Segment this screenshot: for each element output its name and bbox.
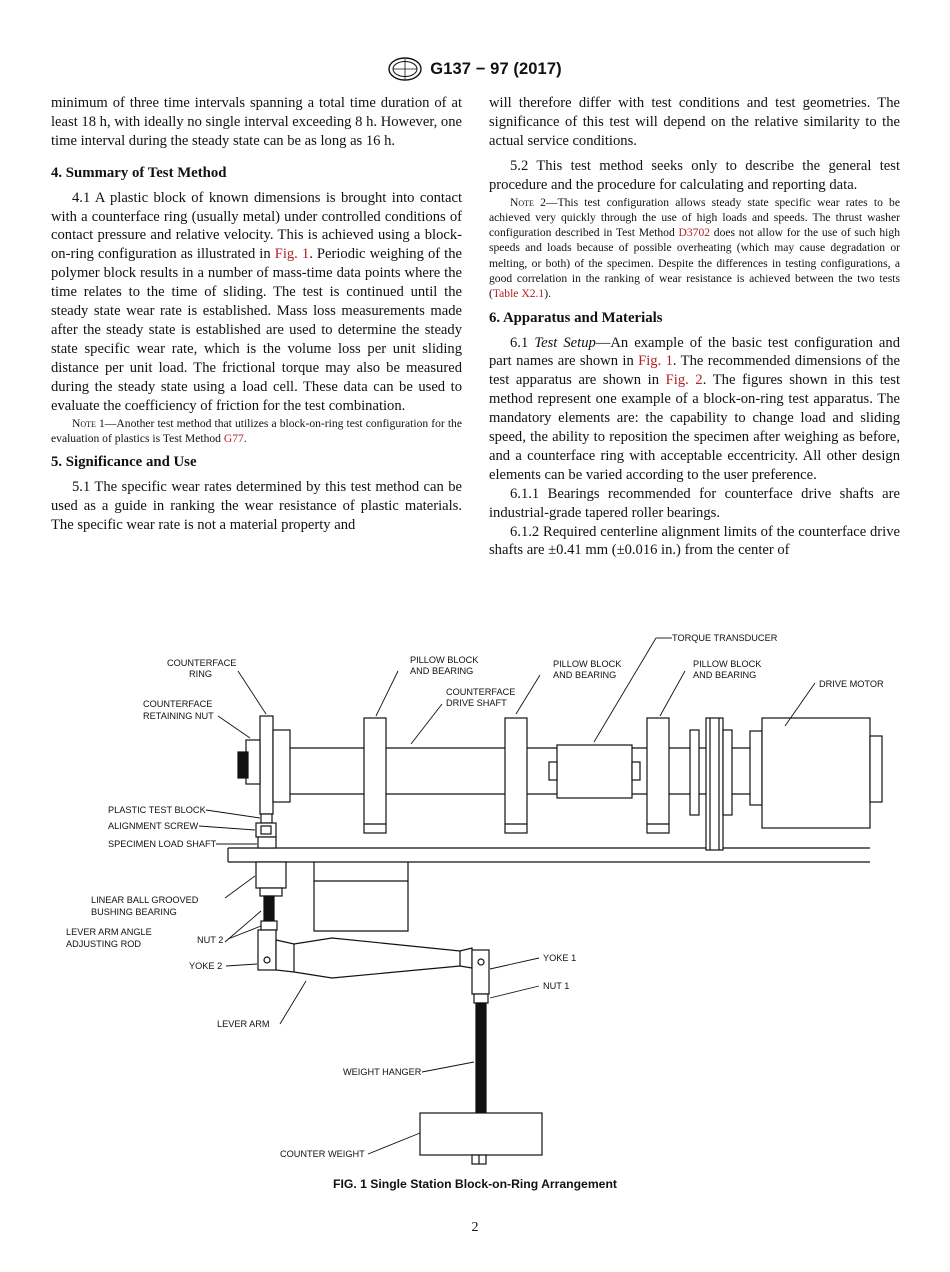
label-counterface-ring-2: RING [189, 669, 212, 679]
label-retaining-nut-1: COUNTERFACE [143, 699, 212, 709]
fig-2-link[interactable]: Fig. 2 [665, 372, 703, 389]
label-pillow-block-1b: AND BEARING [410, 666, 473, 676]
note-1: Note 1—Another test method that utilizes… [51, 416, 462, 445]
label-pillow-block-2b: AND BEARING [553, 670, 616, 680]
linear-bushing [255, 861, 287, 889]
section-4-heading: 4. Summary of Test Method [51, 164, 227, 181]
label-lever-arm: LEVER ARM [217, 1019, 270, 1029]
nut-1 [473, 993, 489, 1004]
label-adjusting-rod-1: LEVER ARM ANGLE [66, 927, 152, 937]
section-5-heading: 5. Significance and Use [51, 454, 197, 471]
torque-transducer [548, 744, 641, 799]
pillow-block-3 [646, 717, 670, 834]
paragraph-6-1-1: 6.1.1 Bearings recommended for counterfa… [489, 485, 900, 521]
label-retaining-nut-2: RETAINING NUT [143, 711, 214, 721]
yoke-2 [257, 929, 277, 971]
page-number: 2 [471, 1220, 479, 1235]
astm-logo-icon [388, 57, 422, 81]
paragraph-6-1-2: 6.1.2 Required centerline alignment limi… [489, 523, 900, 559]
label-specimen-load-shaft: SPECIMEN LOAD SHAFT [108, 839, 217, 849]
label-weight-hanger: WEIGHT HANGER [343, 1067, 422, 1077]
label-yoke-2: YOKE 2 [189, 961, 222, 971]
label-plastic-test-block: PLASTIC TEST BLOCK [108, 805, 207, 815]
section-6-heading: 6. Apparatus and Materials [489, 309, 663, 326]
lever-arm [275, 937, 473, 979]
paragraph-6-1: 6.1 Test Setup—An example of the basic t… [489, 334, 901, 483]
weight-hanger [475, 1002, 487, 1114]
paragraph-continuation-right: will therefore differ with test conditio… [489, 95, 900, 149]
adjusting-rod [263, 895, 275, 922]
drive-motor [749, 717, 883, 829]
yoke-1 [471, 949, 490, 995]
label-linear-bushing-2: BUSHING BEARING [91, 907, 177, 917]
label-drive-shaft-2: DRIVE SHAFT [446, 698, 507, 708]
fig-1-link[interactable]: Fig. 1 [274, 246, 310, 263]
label-pillow-block-1a: PILLOW BLOCK [410, 655, 479, 665]
counterface-ring [237, 715, 291, 815]
label-drive-shaft-1: COUNTERFACE [446, 687, 515, 697]
base-plate [227, 847, 870, 863]
pillow-block-2 [504, 717, 528, 834]
pillow-block-1 [363, 717, 387, 834]
label-torque-transducer: TORQUE TRANSDUCER [672, 633, 778, 643]
label-counterface-ring-1: COUNTERFACE [167, 658, 236, 668]
paragraph-continuation: minimum of three time intervals spanning… [51, 95, 462, 149]
specimen-assembly [255, 813, 277, 849]
figure-caption: FIG. 1 Single Station Block-on-Ring Arra… [333, 1177, 617, 1191]
label-counter-weight: COUNTER WEIGHT [280, 1149, 365, 1159]
label-alignment-screw: ALIGNMENT SCREW [108, 821, 199, 831]
counter-weight [419, 1112, 543, 1156]
standard-designation: G137 − 97 (2017) [430, 59, 562, 78]
label-nut-1: NUT 1 [543, 981, 569, 991]
label-pillow-block-2a: PILLOW BLOCK [553, 659, 622, 669]
label-nut-2: NUT 2 [197, 935, 223, 945]
label-adjusting-rod-2: ADJUSTING ROD [66, 939, 141, 949]
label-yoke-1: YOKE 1 [543, 953, 576, 963]
left-column: minimum of three time intervals spanning… [51, 94, 462, 535]
label-linear-bushing-1: LINEAR BALL GROOVED [91, 895, 199, 905]
fig-1-link-2[interactable]: Fig. 1 [638, 353, 673, 370]
page-header: G137 − 97 (2017) [0, 56, 950, 82]
paragraph-5-1: 5.1 The specific wear rates determined b… [51, 479, 462, 533]
figure-1: COUNTERFACE RING COUNTERFACE RETAINING N… [50, 626, 900, 1176]
note-2: Note 2—This test configuration allows st… [489, 195, 900, 301]
paragraph-4-1: 4.1 A plastic block of known dimensions … [51, 189, 462, 414]
coupling [689, 717, 733, 851]
nut-2 [260, 920, 278, 931]
label-pillow-block-3a: PILLOW BLOCK [693, 659, 762, 669]
label-drive-motor: DRIVE MOTOR [819, 679, 884, 689]
label-pillow-block-3b: AND BEARING [693, 670, 756, 680]
right-column: will therefore differ with test conditio… [489, 94, 900, 560]
g77-link[interactable]: G77 [223, 431, 244, 445]
d3702-link[interactable]: D3702 [678, 226, 711, 240]
paragraph-5-2: 5.2 This test method seeks only to descr… [489, 157, 900, 193]
block-on-ring-diagram: COUNTERFACE RING COUNTERFACE RETAINING N… [66, 633, 884, 1165]
table-x2-1-link[interactable]: Table X2.1 [492, 287, 545, 301]
